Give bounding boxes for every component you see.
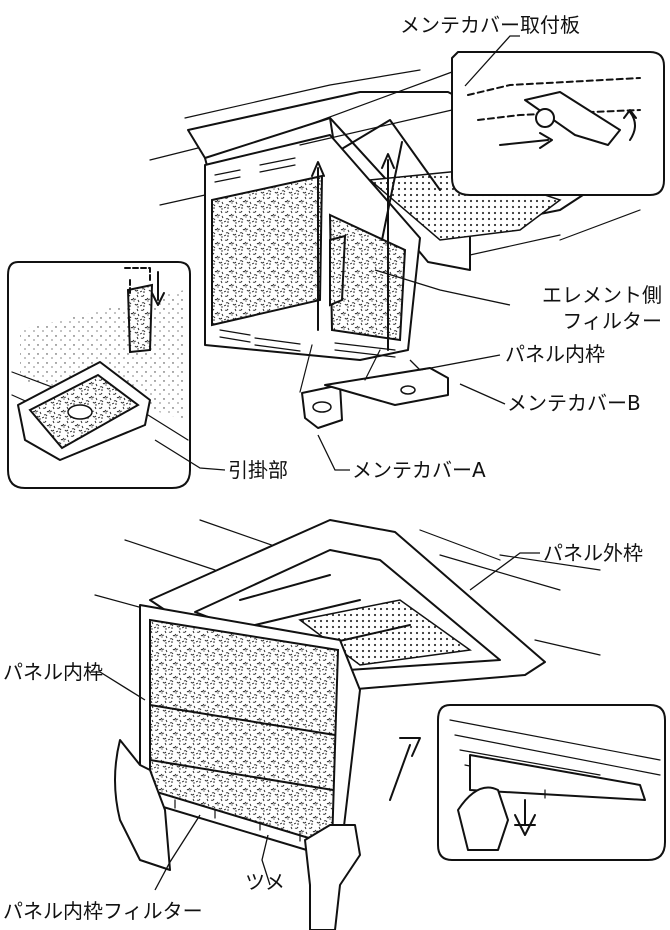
label-inner-frame-top: パネル内枠	[505, 342, 605, 366]
bottom-leader-lines	[90, 552, 540, 891]
label-inner-frame-bottom: パネル内枠	[3, 660, 103, 684]
label-hook: 引掛部	[228, 458, 288, 482]
label-element-filter-line1: エレメント側	[542, 283, 662, 307]
label-mount-plate: メンテカバー取付板	[400, 13, 580, 37]
top-leader-lines	[154, 35, 520, 471]
mount-plate-inset	[299, 51, 665, 196]
label-cover-b: メンテカバーB	[507, 391, 641, 415]
label-cover-a: メンテカバーA	[352, 458, 486, 482]
label-outer-frame: パネル外枠	[543, 541, 643, 565]
hook-inset	[7, 261, 191, 489]
label-element-filter-line2: フィルター	[562, 309, 662, 333]
bottom-unit-illustration	[94, 519, 601, 930]
label-claw: ツメ	[245, 870, 285, 894]
label-inner-frame-filter: パネル内枠フィルター	[3, 899, 203, 923]
claw-inset	[437, 704, 666, 861]
